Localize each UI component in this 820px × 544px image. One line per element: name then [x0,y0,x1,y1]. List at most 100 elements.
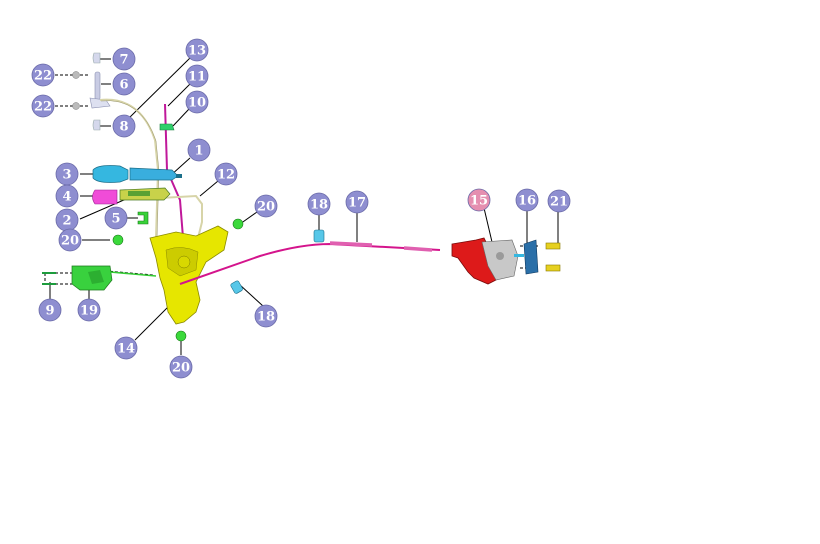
part-4-cap [92,189,118,205]
callout-20: 20 [58,228,82,252]
callout-circle [38,298,62,322]
part-green-wire [109,271,157,277]
callout-8: 8 [112,114,136,138]
part-15-bolt [514,254,524,257]
callout-circle [307,192,331,216]
part-17-sleeve [329,241,373,247]
callout-number: 12 [217,168,235,183]
callout-number: 21 [550,195,568,210]
callout-number: 3 [62,168,71,183]
callout-circle [547,189,571,213]
callout-22: 22 [31,94,55,118]
part-21-bolt-upper [545,242,561,250]
callout-number: 20 [61,234,79,249]
callout-number: 6 [119,78,128,93]
part-10-clip [159,123,175,131]
part-6-rod [94,71,101,101]
callout-circle [77,298,101,322]
callout-14: 14 [114,336,138,360]
callout-7: 7 [112,47,136,71]
part-7-clip [92,52,101,64]
callout-21: 21 [547,189,571,213]
callout-circle [187,138,211,162]
callout-20: 20 [254,194,278,218]
callout-number: 9 [45,304,54,319]
part-17-end [403,246,433,252]
callout-12: 12 [214,162,238,186]
callout-circle [31,63,55,87]
callout-circle [515,188,539,212]
callout-circle [467,188,491,212]
callout-number: 14 [117,342,135,357]
part-20-grommet-right [232,218,244,230]
callout-circle [112,72,136,96]
callout-22: 22 [31,63,55,87]
part-18-clip-lower [230,280,243,294]
callout-18: 18 [254,304,278,328]
part-17-cable [179,242,441,285]
callout-circle [55,184,79,208]
callout-number: 4 [62,190,71,205]
callout-number: 5 [111,212,120,227]
callout-circle [254,304,278,328]
part-16-plate [523,239,539,275]
callout-circle [112,47,136,71]
part-20-grommet-left [112,234,124,246]
part-21-bolt-lower [545,264,561,272]
part-14-hub [177,255,191,269]
callout-number: 22 [34,69,52,84]
part-2-detail [128,191,150,196]
callout-number: 1 [194,144,203,159]
callout-number: 2 [62,214,71,229]
callout-number: 10 [188,96,206,111]
callout-circle [169,355,193,379]
callout-10: 10 [185,90,209,114]
part-3-lock-cylinder [92,165,129,183]
callout-circle [112,114,136,138]
callout-20: 20 [169,355,193,379]
part-14-housing [149,225,229,325]
callout-18: 18 [307,192,331,216]
part-11-rod [164,103,185,251]
callout-13: 13 [185,38,209,62]
callout-11: 11 [185,64,209,88]
callout-9: 9 [38,298,62,322]
callout-number: 15 [470,194,488,209]
part-1-tip [176,174,182,178]
part-22-screw-upper [72,71,80,79]
part-15-rivet [496,252,504,260]
callout-15: 15 [467,188,491,212]
part-5-clip [137,211,149,225]
callout-17: 17 [345,190,369,214]
part-13-rod-outline [100,100,160,240]
part-22-screw-lower [72,102,80,110]
callout-4: 4 [55,184,79,208]
callout-5: 5 [104,206,128,230]
part-1-actuator [129,167,179,181]
callout-3: 3 [55,162,79,186]
part-12-rod [159,194,203,239]
callout-16: 16 [515,188,539,212]
callout-1: 1 [187,138,211,162]
callout-number: 22 [34,100,52,115]
callout-2: 2 [55,208,79,232]
part-8-clip [92,119,101,131]
part-19-detail [88,270,104,284]
callout-number: 18 [310,198,328,213]
callout-circle [185,64,209,88]
callout-number: 13 [188,44,206,59]
callout-circle [104,206,128,230]
callout-19: 19 [77,298,101,322]
callout-circle [345,190,369,214]
part-18-clip-upper [313,229,325,243]
callout-number: 20 [172,361,190,376]
callout-number: 19 [80,304,98,319]
callout-number: 11 [188,70,206,85]
callout-number: 7 [119,53,128,68]
callout-circle [214,162,238,186]
callout-circle [185,90,209,114]
callout-number: 8 [119,120,128,135]
callout-circle [31,94,55,118]
